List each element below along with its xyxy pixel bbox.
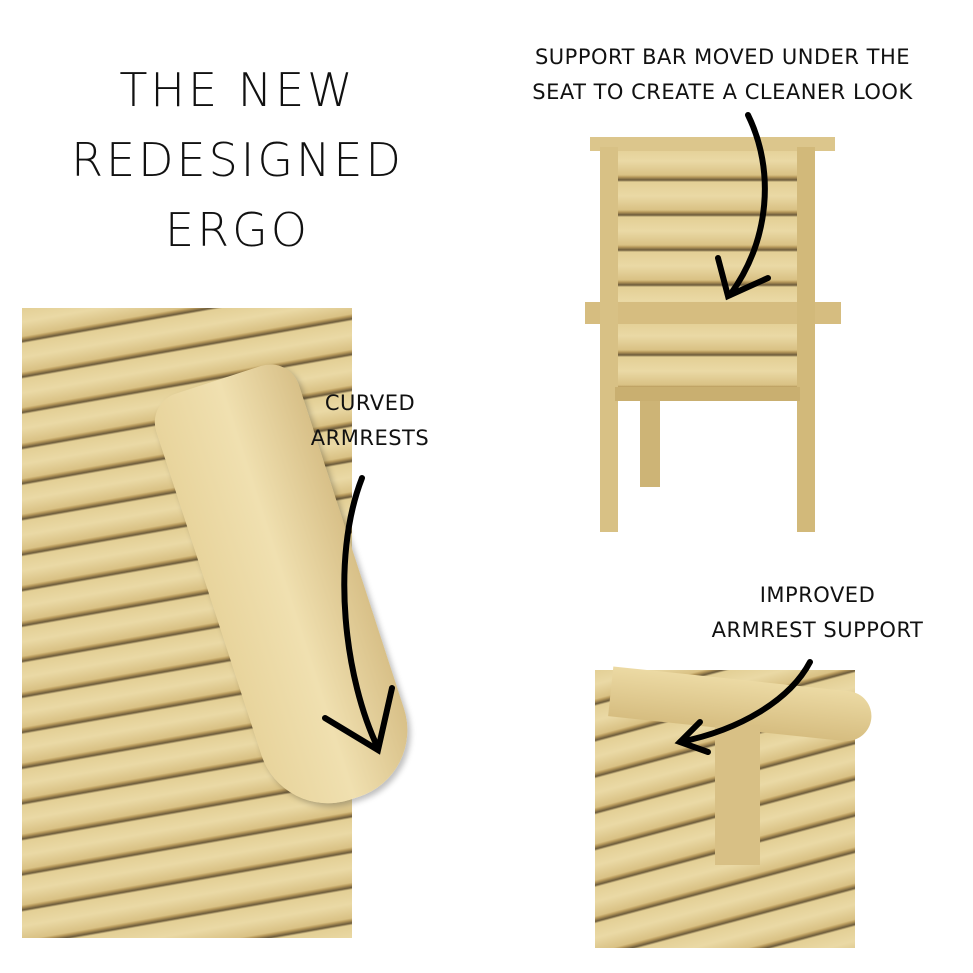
armrest	[585, 302, 841, 324]
headline-line: REDESIGNED	[71, 133, 404, 187]
caption-line: IMPROVED	[759, 583, 876, 607]
leg	[797, 147, 815, 532]
arrow-curved-armrests	[341, 475, 381, 751]
backrest-slats	[605, 147, 810, 387]
armrest-support-photo	[595, 610, 875, 948]
headline: THE NEW REDESIGNED ERGO	[40, 55, 435, 265]
support-bar-caption: SUPPORT BAR MOVED UNDER THE SEAT TO CREA…	[490, 40, 955, 110]
leg	[600, 147, 618, 532]
arrow-support-bar	[727, 112, 768, 298]
caption-line: ARMREST SUPPORT	[711, 618, 924, 642]
headline-line: ERGO	[165, 203, 310, 257]
chair-back-photo	[585, 137, 841, 532]
curved-armrests-caption: CURVED ARMRESTS	[290, 386, 450, 456]
top-rail	[590, 137, 835, 151]
leg	[640, 387, 660, 487]
caption-line: ARMRESTS	[310, 426, 430, 450]
arrow-head	[715, 255, 771, 301]
armrest-support-caption: IMPROVED ARMREST SUPPORT	[680, 578, 955, 648]
curved-armrest-photo	[22, 308, 442, 938]
arrow-head	[674, 719, 711, 755]
caption-line: CURVED	[324, 391, 416, 415]
arrow-armrest-support	[677, 659, 813, 745]
caption-line: SUPPORT BAR MOVED UNDER THE	[534, 45, 911, 69]
headline-line: THE NEW	[119, 63, 356, 117]
arrow-head	[322, 685, 395, 755]
support-bar	[615, 387, 800, 401]
armrest-support-post	[715, 725, 760, 865]
caption-line: SEAT TO CREATE A CLEANER LOOK	[532, 80, 913, 104]
